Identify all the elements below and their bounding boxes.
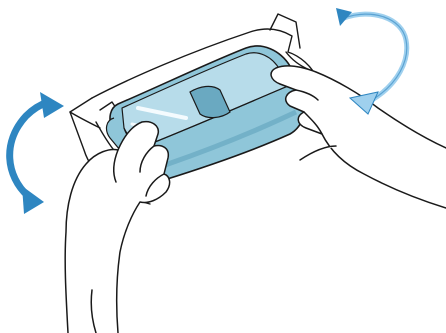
right-hand [271,66,446,208]
shake-arrow-left-icon [10,92,64,214]
left-hand [65,122,169,333]
